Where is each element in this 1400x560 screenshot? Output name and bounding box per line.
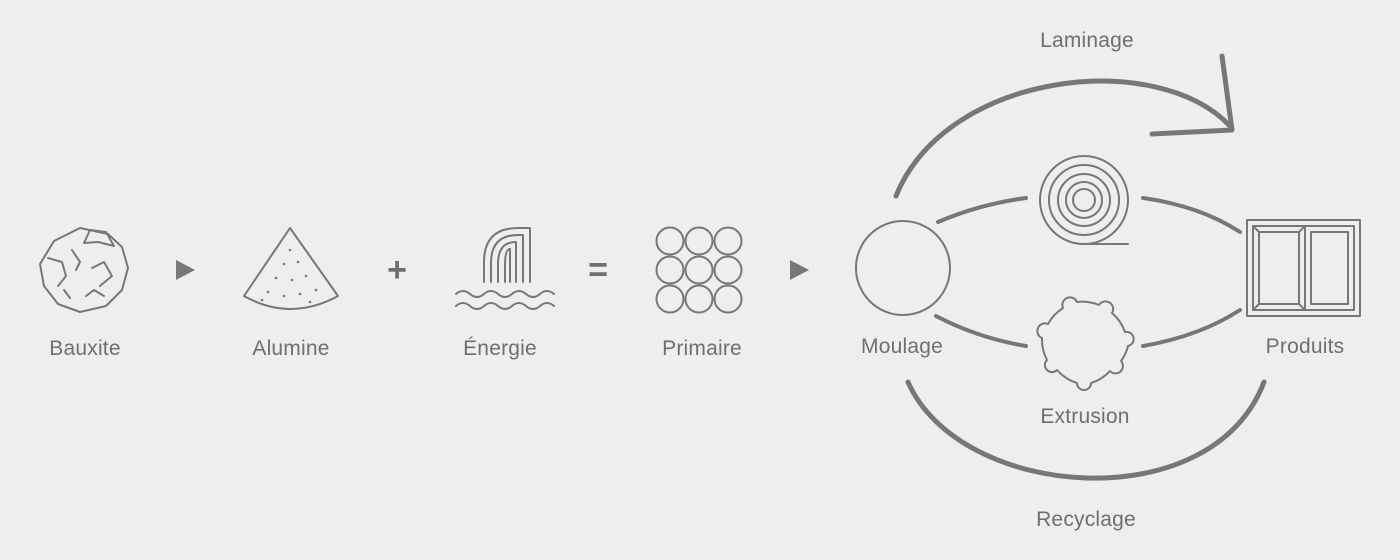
label-laminage: Laminage [1040,29,1134,52]
coil-icon [1039,155,1129,245]
connector-laminage-produits [1141,196,1242,234]
dam-water-icon [455,227,555,310]
equals-operator: = [588,251,608,289]
connector-moulage-laminage [936,196,1028,224]
label-bauxite: Bauxite [49,337,121,360]
extrusion-profile-icon [1036,296,1135,391]
recyclage-arc [905,379,1267,481]
label-recyclage: Recyclage [1036,508,1136,531]
label-alumine: Alumine [252,337,330,360]
label-extrusion: Extrusion [1040,405,1130,428]
laminage-arrow-head [1149,53,1235,137]
laminage-arrow-arc [893,78,1233,199]
circle-icon [855,220,951,316]
plus-operator: + [387,251,407,289]
powder-pile-icon [243,227,339,310]
rock-icon [39,227,129,313]
label-produits: Produits [1265,335,1345,358]
label-energie: Énergie [463,337,537,360]
connector-moulage-extrusion [934,314,1028,348]
arrow-bauxite-alumine [176,260,195,280]
flow-connectors [934,196,1242,348]
connector-extrusion-produits [1141,308,1242,348]
arrow-primaire-moulage [790,260,809,280]
window-frame-icon [1246,219,1361,317]
label-moulage: Moulage [861,335,943,358]
label-primaire: Primaire [662,337,742,360]
ingot-stack-icon [655,226,743,314]
